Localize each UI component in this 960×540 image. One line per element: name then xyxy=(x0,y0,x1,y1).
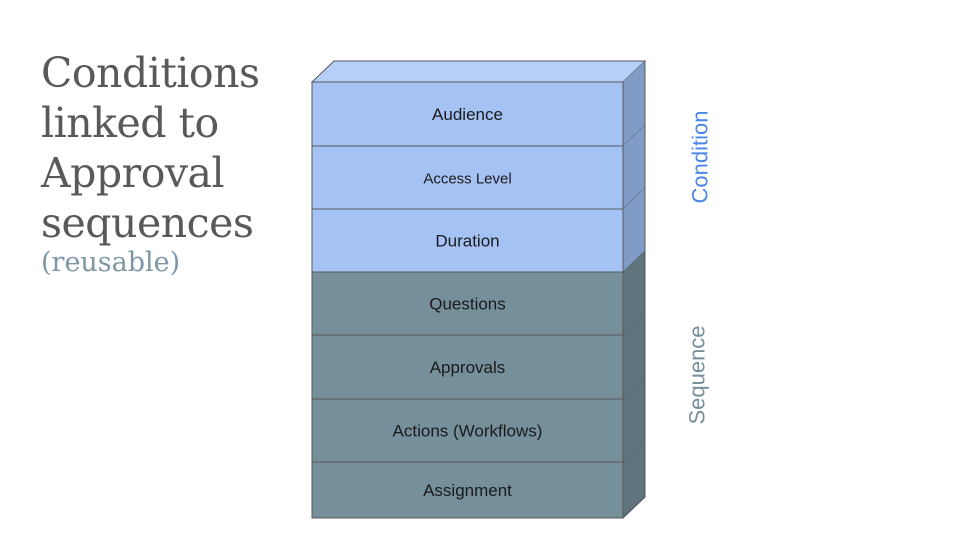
stack-outer-edge xyxy=(622,61,646,519)
layer-label: Access Level xyxy=(423,171,511,188)
stack-top-face xyxy=(310,60,647,83)
layer-front-face xyxy=(311,334,624,400)
layer-side-face xyxy=(623,378,645,462)
layer-front-face xyxy=(311,461,624,519)
slide-subtitle: (reusable) xyxy=(41,247,181,278)
layer-side-face xyxy=(623,188,645,272)
layer-label: Questions xyxy=(429,295,506,314)
condition-group-label: Condition xyxy=(686,110,712,204)
title-line: Approval xyxy=(41,149,225,197)
layer-side-face xyxy=(623,441,645,518)
layer-side-face xyxy=(623,61,645,146)
layer-front-face xyxy=(311,271,624,336)
layer-side-face xyxy=(623,125,645,209)
layer-side-face xyxy=(623,251,645,335)
layer-label: Audience xyxy=(432,105,503,124)
title-line: Conditions xyxy=(41,49,260,97)
layer-label: Duration xyxy=(435,232,499,251)
layer-front-face xyxy=(311,398,624,463)
layer-side-face xyxy=(623,314,645,399)
title-line: sequences xyxy=(41,199,254,247)
layer-label: Approvals xyxy=(430,358,506,377)
layer-label: Actions (Workflows) xyxy=(393,422,543,441)
title-line: linked to xyxy=(41,99,219,147)
layer-label: Assignment xyxy=(423,481,512,500)
sequence-group-label: Sequence xyxy=(684,325,710,425)
layer-front-face xyxy=(311,208,624,273)
slide-title: Conditions linked to Approval sequences xyxy=(41,48,260,248)
